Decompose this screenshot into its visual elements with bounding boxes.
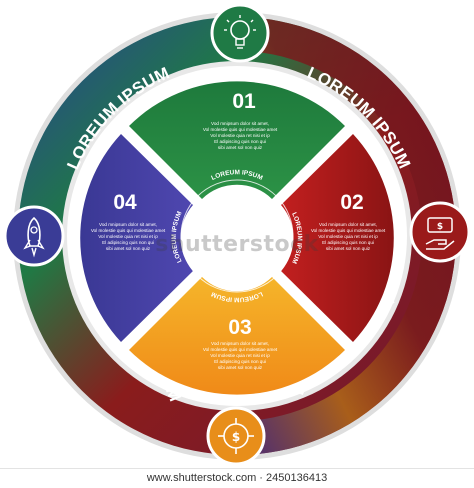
segment-02-number: 02 [340,191,363,214]
segment-04-text-4: El adipiscing quis non qui [102,240,154,245]
rocket-icon [3,205,65,267]
center-outline [180,179,294,293]
segment-03-text-4: El adipiscing quis non qui [214,359,266,364]
segment-01-text-2: Vol molestie quis qui molestiae amet [203,127,278,132]
segment-04-text-1: Vod mnipsum dolor sit amet, [99,222,157,227]
segment-01-text-5: sibi amet sol non quiz [218,145,263,150]
segment-03: 03 Vod mnipsum dolor sit amet, Vol moles… [129,277,345,395]
segment-03-shape [129,277,345,395]
segment-03-number: 03 [228,316,251,339]
segment-01-text-4: El adipiscing quis non qui [214,139,266,144]
segment-04-shape [80,134,193,342]
outer-ring-right-gradient [237,17,456,455]
center-circle [191,190,283,282]
segment-03-text-2: Vol molestie quis qui molestiae amet [203,347,278,352]
segment-04: 04 Vod mnipsum dolor sit amet, Vol moles… [80,134,193,342]
segment-03-text-5: sibi amet sol non quiz [218,365,263,370]
svg-text:$: $ [232,430,240,444]
footer-text: www.shutterstock.com · 2450136413 [146,472,328,484]
segment-02-text-3: Vol molestie quia ret nisi et ip [318,234,378,239]
segment-01-text-3: Vol molestie quia ret nisi et ip [210,133,270,138]
segment-03-text-1: Vod mnipsum dolor sit amet, [211,341,269,346]
segment-04-text-5: sibi amet sol non quiz [106,246,151,251]
segment-01-text-1: Vod mnipsum dolor sit amet, [211,121,269,126]
segment-01-shape [129,81,345,199]
segment-01: 01 Vod mnipsum dolor sit amet, Vol moles… [129,81,345,199]
svg-text:$: $ [437,222,443,232]
dollar-target-icon: $ [206,406,266,466]
footer-bar: www.shutterstock.com · 2450136413 [0,468,474,488]
segment-02: 02 Vod mnipsum dolor sit amet, Vol moles… [281,134,394,342]
segment-02-text-1: Vod mnipsum dolor sit amet, [319,222,377,227]
segment-03-text-3: Vol molestie quia ret nisi et ip [210,353,270,358]
money-hand-icon: $ [409,201,471,263]
segment-04-text-2: Vol molestie quis qui molestiae amet [91,228,166,233]
segment-01-number: 01 [232,90,256,113]
segment-02-text-2: Vol molestie quis qui molestiae amet [311,228,386,233]
segment-02-shape [281,134,394,342]
lightbulb-icon [210,3,270,63]
segment-04-text-3: Vol molestie quia ret nisi et ip [98,234,158,239]
segment-02-text-5: sibi amet sol non quiz [326,246,371,251]
segment-04-number: 04 [113,191,137,214]
segment-02-text-4: El adipiscing quis non qui [322,240,374,245]
